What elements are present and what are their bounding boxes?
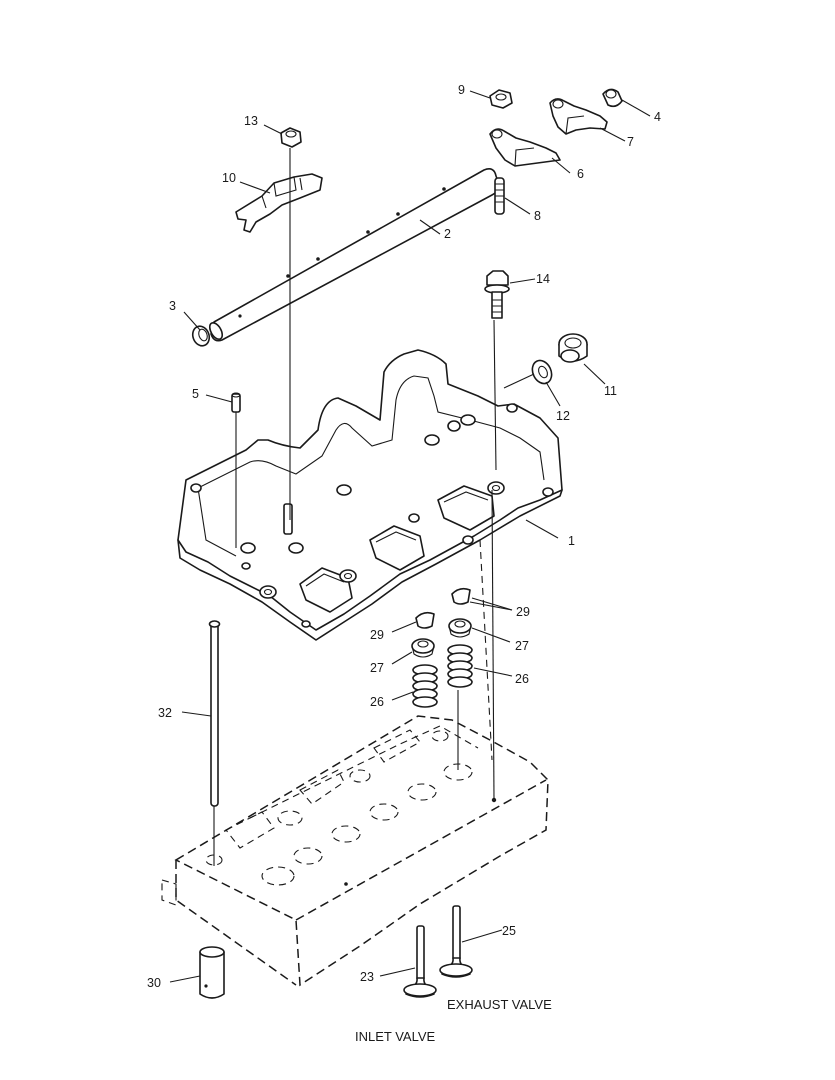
callout-26-right: 26 — [515, 672, 529, 686]
exhaust-valve — [439, 905, 473, 978]
cover-bolt — [484, 270, 510, 319]
callout-10: 10 — [222, 171, 236, 185]
shaft-end-plug — [191, 325, 211, 347]
valve-spring-26a — [412, 664, 438, 708]
callout-32: 32 — [158, 706, 172, 720]
callout-23: 23 — [360, 970, 374, 984]
callout-26-left: 26 — [370, 695, 384, 709]
inlet-valve — [403, 925, 437, 998]
callout-14: 14 — [536, 272, 550, 286]
nut-13 — [280, 127, 302, 148]
rocker-shaft — [208, 168, 500, 342]
valve-collet-29a — [415, 611, 435, 629]
spring-cap-27b — [448, 618, 472, 638]
callout-30: 30 — [147, 976, 161, 990]
adjusting-screw — [494, 177, 505, 215]
callout-9: 9 — [458, 83, 465, 97]
sealing-washer — [531, 359, 553, 385]
callout-5: 5 — [192, 387, 199, 401]
oil-filler-plug — [558, 333, 588, 363]
leader-lines — [169, 90, 651, 983]
callout-1: 1 — [568, 534, 575, 548]
push-rod — [208, 620, 221, 807]
callout-29-left: 29 — [370, 628, 384, 642]
dowel-pin — [231, 392, 241, 413]
assembly-lines — [213, 148, 535, 866]
callout-4: 4 — [654, 110, 661, 124]
callout-labels: 1 2 3 4 5 6 7 8 9 10 11 12 13 14 23 25 2… — [147, 83, 661, 990]
callout-11: 11 — [604, 384, 617, 398]
callout-27-left: 27 — [370, 661, 384, 675]
callout-29-right: 29 — [516, 605, 530, 619]
inlet-valve-caption: INLET VALVE — [355, 1029, 436, 1044]
valve-captions: EXHAUST VALVE INLET VALVE — [355, 997, 552, 1044]
valve-collet-29b — [451, 587, 471, 605]
callout-13: 13 — [244, 114, 258, 128]
callout-7: 7 — [627, 135, 634, 149]
callout-6: 6 — [577, 167, 584, 181]
spring-cap-27a — [411, 638, 435, 658]
tappet — [199, 946, 225, 999]
exhaust-valve-caption: EXHAUST VALVE — [447, 997, 552, 1012]
rocker-housing — [177, 349, 563, 641]
rocker-arm-6 — [489, 128, 561, 167]
callout-8: 8 — [534, 209, 541, 223]
callout-12: 12 — [556, 409, 570, 423]
callout-25: 25 — [502, 924, 516, 938]
callout-3: 3 — [169, 299, 176, 313]
rocker-cap — [602, 88, 623, 108]
callout-2: 2 — [444, 227, 451, 241]
valve-spring-26b — [447, 644, 473, 688]
shaft-bracket — [235, 173, 323, 233]
rocker-arm-7 — [549, 98, 608, 135]
callout-27-right: 27 — [515, 639, 529, 653]
nut-9 — [489, 89, 513, 109]
